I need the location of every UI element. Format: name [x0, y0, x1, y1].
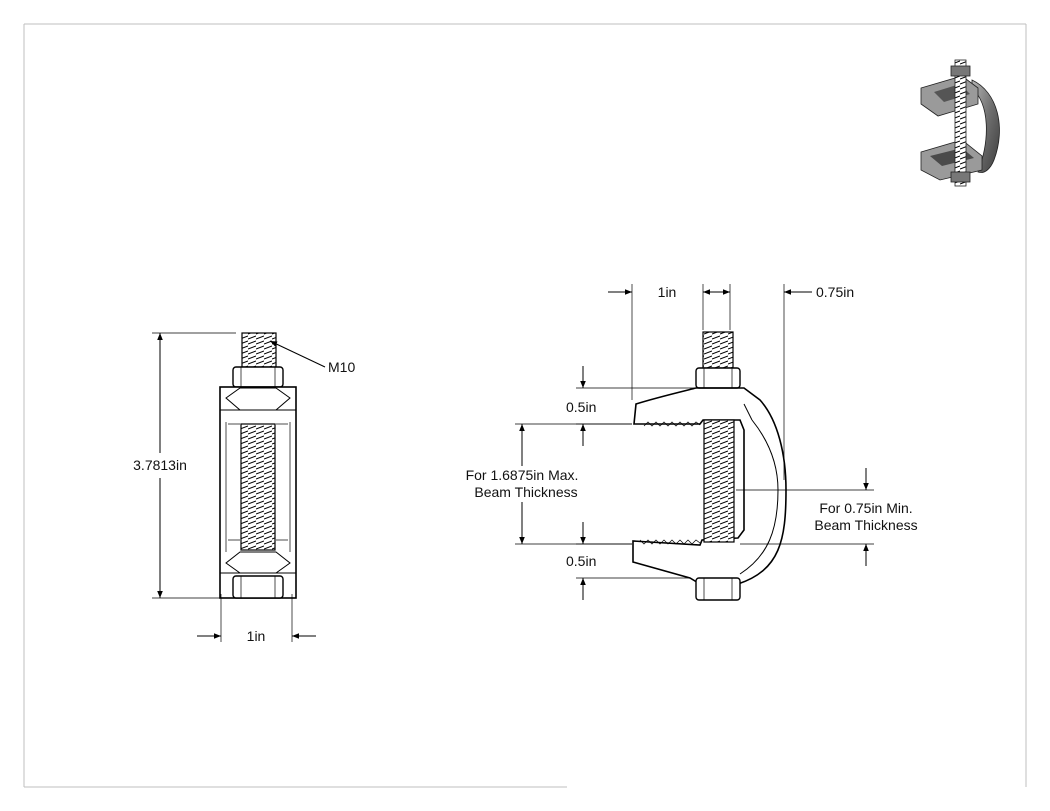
sheet-border [23, 23, 1027, 788]
side-offset-dimension [783, 284, 812, 480]
front-height-dimension [152, 332, 236, 599]
thread-size-label: M10 [328, 359, 355, 375]
front-view [219, 332, 297, 599]
max-beam-label-line1: For 1.6875in Max. [466, 467, 579, 483]
front-width-label: 1in [247, 628, 266, 644]
side-top-width-label: 1in [658, 284, 677, 300]
jaw-bottom-dimension [576, 522, 690, 600]
side-view [632, 331, 787, 601]
min-beam-label-line1: For 0.75in Min. [819, 500, 912, 516]
clamp-3d-thumbnail-icon [920, 59, 1000, 187]
side-offset-label: 0.75in [816, 284, 854, 300]
side-top-width-dimension [608, 284, 731, 400]
front-width-dimension [197, 594, 316, 642]
jaw-top-label: 0.5in [566, 399, 596, 415]
front-height-label: 3.7813in [133, 457, 187, 473]
thread-leader [269, 340, 326, 368]
max-beam-label-line2: Beam Thickness [474, 484, 577, 500]
min-beam-label-line2: Beam Thickness [814, 517, 917, 533]
min-beam-dimension [736, 468, 874, 566]
jaw-bottom-label: 0.5in [566, 553, 596, 569]
